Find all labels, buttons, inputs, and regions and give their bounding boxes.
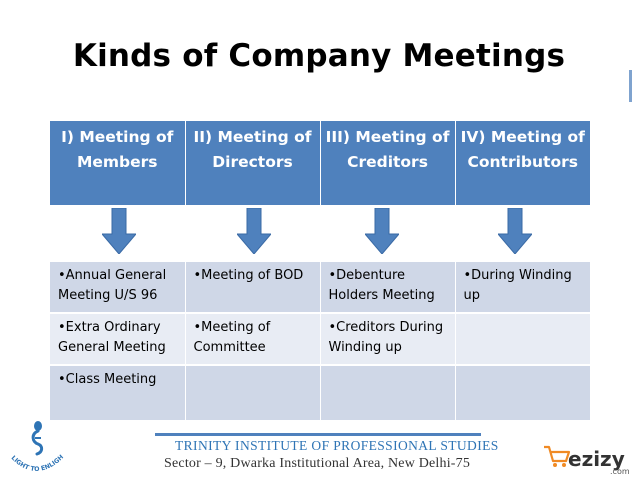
- accent-line: [629, 70, 632, 102]
- table-cell: •Meeting of BOD: [185, 262, 321, 314]
- category-table: I) Meeting of Members II) Meeting of Dir…: [50, 121, 590, 205]
- down-arrow-icon: [365, 208, 399, 254]
- category-creditors: III) Meeting of Creditors: [319, 121, 456, 205]
- category-contributors: IV) Meeting of Contributors: [454, 121, 590, 205]
- table-cell: [185, 365, 321, 422]
- table-row: •Extra Ordinary General Meeting •Meeting…: [50, 313, 590, 366]
- details-table: •Annual General Meeting U/S 96 •Meeting …: [50, 262, 590, 422]
- table-row: •Class Meeting: [50, 365, 590, 422]
- footer-address: Sector – 9, Dwarka Institutional Area, N…: [164, 456, 471, 471]
- table-cell: [455, 313, 590, 366]
- down-arrow-icon: [237, 208, 271, 254]
- table-cell: •Class Meeting: [50, 365, 186, 422]
- institute-logo: LIGHT TO ENLIGHTEN: [5, 418, 65, 473]
- brand-suffix: .com: [610, 467, 630, 476]
- page-title: Kinds of Company Meetings: [72, 38, 566, 74]
- table-cell: [320, 365, 456, 422]
- table-row: •Annual General Meeting U/S 96 •Meeting …: [50, 262, 590, 314]
- footer-divider: [155, 433, 481, 436]
- brand-name: ezizy: [568, 447, 625, 471]
- down-arrow-icon: [102, 208, 136, 254]
- table-cell: •Meeting of Committee: [185, 313, 321, 366]
- brand-logo: ezizy .com: [544, 445, 630, 476]
- table-cell: •Extra Ordinary General Meeting: [50, 313, 186, 366]
- table-cell: [455, 365, 590, 422]
- down-arrow-icon: [498, 208, 532, 254]
- footer-institute: TRINITY INSTITUTE OF PROFESSIONAL STUDIE…: [175, 438, 499, 453]
- category-directors: II) Meeting of Directors: [184, 121, 321, 205]
- table-cell: •Debenture Holders Meeting: [320, 262, 456, 314]
- table-cell: •Creditors During Winding up: [320, 313, 456, 366]
- table-cell: •During Winding up: [455, 262, 590, 314]
- table-cell: •Annual General Meeting U/S 96: [50, 262, 186, 314]
- category-members: I) Meeting of Members: [50, 121, 186, 205]
